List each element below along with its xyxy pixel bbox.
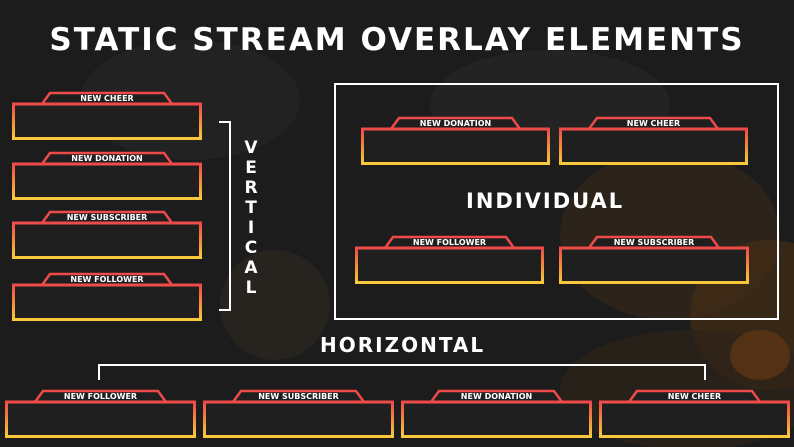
individual-label: INDIVIDUAL (466, 189, 625, 213)
alert-frame-graphic (355, 235, 544, 284)
alert-frame-graphic (12, 151, 202, 200)
alert-box-shape (401, 400, 592, 438)
alert-box-shape (203, 400, 394, 438)
alert-frame-graphic (559, 116, 748, 165)
alert-title: NEW CHEER (626, 119, 681, 128)
alert-horizontal-3: NEW DONATION (401, 389, 592, 438)
vertical-label: V E R T I C A L (243, 138, 259, 298)
vertical-letter: T (245, 198, 257, 218)
alert-horizontal-2: NEW SUBSCRIBER (203, 389, 394, 438)
vertical-bracket (219, 121, 231, 311)
vertical-letter: E (245, 158, 257, 178)
alert-title: NEW DONATION (71, 154, 143, 163)
alert-box-shape (12, 162, 202, 200)
alert-vertical-4: NEW FOLLOWER (12, 272, 202, 321)
vertical-letter: L (245, 278, 257, 298)
alert-horizontal-4: NEW CHEER (599, 389, 790, 438)
alert-title: NEW SUBSCRIBER (66, 213, 148, 222)
vertical-letter: A (244, 258, 258, 278)
alert-box-shape (12, 221, 202, 259)
alert-vertical-3: NEW SUBSCRIBER (12, 210, 202, 259)
vertical-letter: V (244, 138, 258, 158)
page-title: STATIC STREAM OVERLAY ELEMENTS (49, 22, 745, 58)
horizontal-bracket (98, 364, 706, 380)
alert-title: NEW CHEER (80, 94, 134, 103)
alert-vertical-1: NEW CHEER (12, 91, 202, 140)
alert-box-shape (5, 400, 196, 438)
alert-title: NEW FOLLOWER (70, 275, 144, 284)
alert-box-shape (559, 246, 749, 284)
alert-frame-graphic (12, 210, 202, 259)
alert-vertical-2: NEW DONATION (12, 151, 202, 200)
alert-individual-3: NEW FOLLOWER (355, 235, 544, 284)
vertical-letter: I (247, 218, 255, 238)
horizontal-label: HORIZONTAL (320, 333, 486, 357)
alert-frame-graphic (401, 389, 592, 438)
vertical-letter: C (244, 238, 258, 258)
alert-frame-graphic (599, 389, 790, 438)
alert-title: NEW FOLLOWER (63, 392, 138, 401)
alert-individual-4: NEW SUBSCRIBER (559, 235, 749, 284)
alert-individual-2: NEW CHEER (559, 116, 748, 165)
alert-title: NEW DONATION (460, 392, 533, 401)
alert-horizontal-1: NEW FOLLOWER (5, 389, 196, 438)
alert-frame-graphic (12, 91, 202, 140)
alert-box-shape (559, 127, 748, 165)
alert-frame-graphic (559, 235, 749, 284)
individual-frame (334, 83, 779, 320)
alert-title: NEW DONATION (419, 119, 492, 128)
alert-box-shape (12, 283, 202, 321)
alert-title: NEW FOLLOWER (412, 238, 487, 247)
alert-title: NEW SUBSCRIBER (613, 238, 695, 247)
background-tree (220, 250, 330, 360)
alert-frame-graphic (203, 389, 394, 438)
vertical-letter: R (244, 178, 258, 198)
alert-title: NEW SUBSCRIBER (258, 392, 339, 401)
alert-title: NEW CHEER (667, 392, 722, 401)
alert-frame-graphic (361, 116, 550, 165)
alert-frame-graphic (12, 272, 202, 321)
alert-box-shape (361, 127, 550, 165)
alert-individual-1: NEW DONATION (361, 116, 550, 165)
alert-box-shape (599, 400, 790, 438)
alert-frame-graphic (5, 389, 196, 438)
background-pumpkin (730, 330, 790, 380)
alert-box-shape (355, 246, 544, 284)
alert-box-shape (12, 102, 202, 140)
